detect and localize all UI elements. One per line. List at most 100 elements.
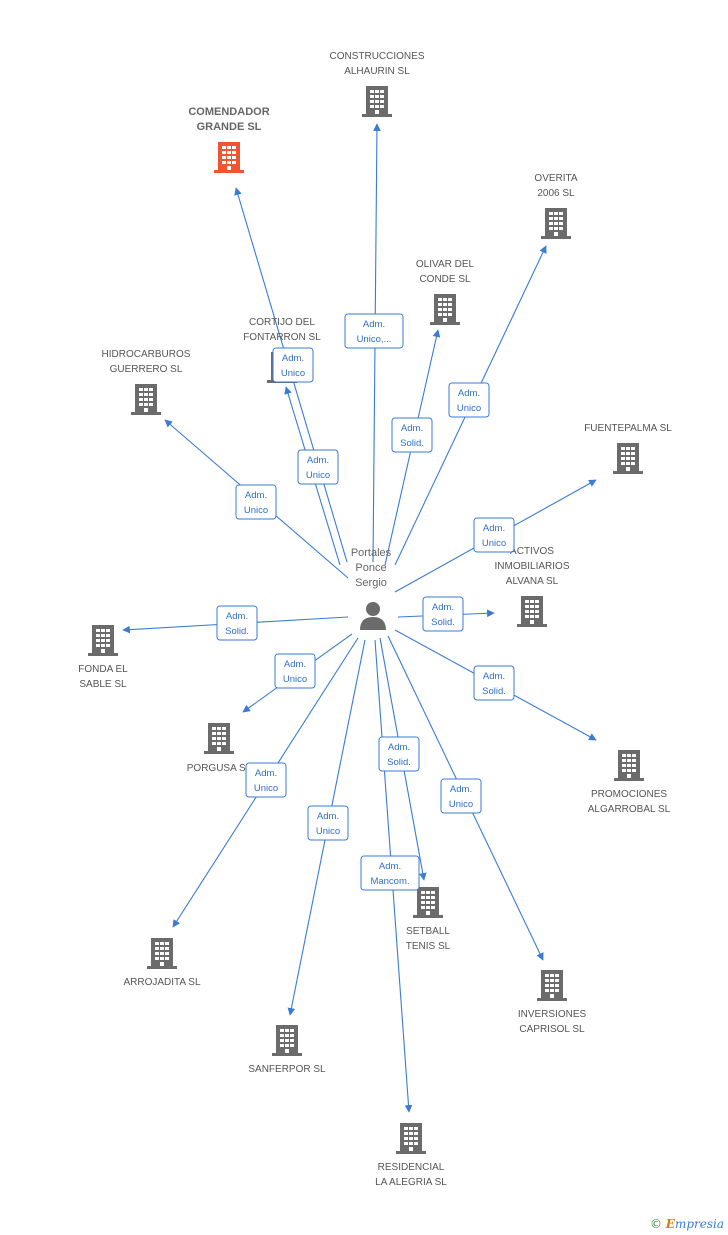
company-node-overita[interactable]: OVERITA 2006 SL — [534, 173, 578, 239]
edge-label-box — [274, 653, 316, 689]
edge-label-sanferpor[interactable]: Adm.Unico — [307, 805, 349, 841]
person-name-line: Sergio — [355, 577, 387, 589]
company-name-line: GRANDE SL — [197, 121, 262, 133]
company-name-line: FUENTEPALMA SL — [584, 423, 672, 434]
brand-watermark[interactable]: © Empresia — [650, 1217, 724, 1231]
edge-label-line: Adm. — [432, 602, 454, 613]
edge-label-box — [473, 665, 515, 701]
building-icon — [131, 384, 161, 415]
company-name-line: INMOBILIARIOS — [494, 561, 569, 572]
edge-label-line: Adm. — [282, 353, 304, 364]
edge-label-fuentepalma[interactable]: Adm.Unico — [473, 517, 515, 553]
edge-label-line: Adm. — [284, 659, 306, 670]
edge-label-fonda[interactable]: Adm. Solid. — [216, 605, 258, 641]
company-name-line: CAPRISOL SL — [519, 1024, 585, 1035]
company-name-line: OLIVAR DEL — [416, 259, 475, 270]
company-name-line: HIDROCARBUROS — [102, 349, 191, 360]
edge-label-olivar[interactable]: Adm.Solid. — [391, 417, 433, 453]
edge-label-line: Mancom. — [370, 876, 409, 887]
edge-label-inversiones[interactable]: Adm.Unico — [440, 778, 482, 814]
building-icon — [614, 750, 644, 781]
edge-label-line: Adm. — [226, 611, 248, 622]
edge-label-construcciones[interactable]: Adm.Unico,... — [344, 313, 404, 349]
edge-labels-layer: Adm.Unico,...Adm.UnicoAdm.UnicoAdm.Solid… — [216, 313, 515, 891]
company-node-porgusa[interactable]: PORGUSA SL — [187, 723, 252, 774]
edge-label-hidrocarburos[interactable]: Adm.Unico — [235, 484, 277, 520]
building-icon — [88, 625, 118, 656]
edge-label-activos[interactable]: Adm. Solid. — [422, 596, 464, 632]
company-node-arrojadita[interactable]: ARROJADITA SL — [123, 938, 201, 988]
edge-label-box — [440, 778, 482, 814]
company-node-sanferpor[interactable]: SANFERPOR SL — [248, 1025, 326, 1075]
edge-label-box — [391, 417, 433, 453]
edge-label-line: Unico — [449, 799, 473, 810]
edge-label-setball[interactable]: Adm. Solid. — [378, 736, 420, 772]
copyright-icon: © — [649, 1217, 662, 1231]
edge-label-line: Unico — [482, 538, 506, 549]
edge-label-box — [307, 805, 349, 841]
person-name-line: Ponce — [355, 562, 386, 574]
company-name-line: SABLE SL — [79, 679, 127, 690]
edge-label-line: Solid. — [482, 686, 506, 697]
edge-label-line: Adm. — [307, 455, 329, 466]
company-node-fuentepalma[interactable]: FUENTEPALMA SL — [584, 423, 672, 474]
building-icon — [396, 1123, 426, 1154]
building-icon — [204, 723, 234, 754]
edge-label-box — [422, 596, 464, 632]
company-name-line: ALHAURIN SL — [344, 66, 410, 77]
edge-label-overita[interactable]: Adm.Unico — [448, 382, 490, 418]
building-icon — [537, 970, 567, 1001]
company-name-line: ARROJADITA SL — [123, 977, 200, 988]
brand-name: mpresia — [674, 1217, 724, 1231]
edge-label-box — [360, 855, 420, 891]
company-node-construcciones[interactable]: CONSTRUCCIONES ALHAURIN SL — [329, 51, 425, 117]
company-name-line: ACTIVOS — [510, 546, 554, 557]
company-name-line: FONTARRON SL — [243, 332, 321, 343]
brand-initial: E — [665, 1217, 675, 1231]
company-name-line: RESIDENCIAL — [378, 1162, 445, 1173]
building-icon — [541, 208, 571, 239]
building-icon — [430, 294, 460, 325]
company-name-line: 2006 SL — [537, 188, 575, 199]
edge-label-line: Unico — [254, 783, 278, 794]
company-name-line: SETBALL — [406, 926, 450, 937]
building-icon — [362, 86, 392, 117]
company-name-line: CONSTRUCCIONES — [329, 51, 424, 62]
company-name-line: GUERRERO SL — [110, 364, 183, 375]
company-name-line: ALVANA SL — [506, 576, 559, 587]
company-name-line: OVERITA — [534, 173, 577, 184]
edge-label-line: Adm. — [483, 671, 505, 682]
edge-label-line: Adm. — [255, 768, 277, 779]
company-node-hidrocarburos[interactable]: HIDROCARBUROS GUERRERO SL — [102, 349, 191, 415]
edge-label-line: Unico — [244, 505, 268, 516]
edge-label-comendador[interactable]: Adm.Unico — [297, 449, 339, 485]
company-node-activos[interactable]: ACTIVOS INMOBILIARIOS ALVANA SL — [494, 546, 570, 627]
edge-label-promociones[interactable]: Adm. Solid. — [473, 665, 515, 701]
edge-label-line: Adm. — [317, 811, 339, 822]
edge-label-line: Adm. — [379, 861, 401, 872]
edge-label-residencial[interactable]: Adm. Mancom. — [360, 855, 420, 891]
edge-label-porgusa[interactable]: Adm.Unico — [274, 653, 316, 689]
edge-label-line: Adm. — [388, 742, 410, 753]
edge-label-line: Solid. — [431, 617, 455, 628]
building-icon — [214, 142, 244, 173]
edge-label-arrojadita[interactable]: Adm. Unico — [245, 762, 287, 798]
edge-label-box — [473, 517, 515, 553]
edge-label-box — [378, 736, 420, 772]
edge-label-line: Solid. — [387, 757, 411, 768]
edge-label-line: Solid. — [225, 626, 249, 637]
edge-label-box — [245, 762, 287, 798]
edge-label-cortijo[interactable]: Adm.Unico — [272, 347, 314, 383]
edge-label-line: Unico,... — [357, 334, 392, 345]
building-icon — [272, 1025, 302, 1056]
